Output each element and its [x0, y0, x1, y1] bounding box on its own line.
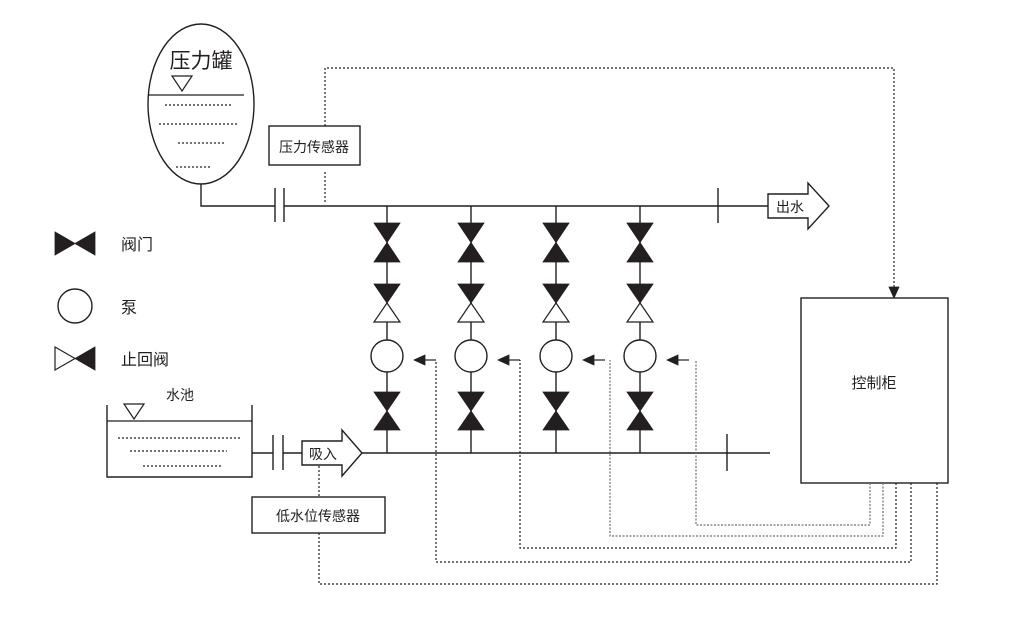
check-valve-icon [54, 345, 77, 372]
pump-branches [370, 206, 689, 453]
legend-item-pump: 泵 [57, 288, 137, 324]
legend: 阀门 泵 止回阀 [54, 231, 169, 372]
arrow-down-icon [888, 286, 900, 299]
pressure-sensor-label: 压力传感器 [279, 139, 349, 156]
legend-label: 止回阀 [121, 350, 169, 369]
pump-branch-4 [623, 206, 689, 453]
pump-icon [370, 339, 404, 373]
pump-icon [539, 339, 573, 373]
valve-icon [54, 231, 76, 256]
pump-branch-1 [370, 206, 436, 453]
legend-label: 泵 [121, 298, 137, 317]
pump-branch-3 [539, 206, 605, 453]
suction-pipe [252, 434, 770, 471]
signal-line-pump-4 [695, 360, 871, 526]
inlet-label: 吸入 [309, 447, 337, 463]
water-level-icon [170, 75, 194, 93]
pressure-tank: 压力罐 [147, 23, 255, 185]
legend-item-check-valve: 止回阀 [54, 345, 169, 372]
low-level-sensor: 低水位传感器 [251, 466, 386, 534]
signal-line-pump-1 [435, 360, 912, 563]
outlet-label: 出水 [776, 200, 804, 216]
outlet-arrow: 出水 [767, 181, 830, 231]
arrow-left-icon [666, 354, 679, 366]
signal-line-low-level-sensor [318, 483, 938, 585]
inlet-arrow: 吸入 [301, 428, 363, 478]
check-valve-icon [625, 283, 655, 323]
pump-branch-2 [454, 206, 520, 453]
signal-lines [318, 360, 938, 585]
signal-line-pump-2 [519, 360, 897, 549]
arrow-left-icon [497, 354, 510, 366]
valve-icon [457, 391, 485, 431]
legend-item-valve: 阀门 [54, 231, 153, 256]
outlet-pipe [200, 184, 768, 223]
water-level-icon [122, 403, 146, 421]
control-cabinet: 控制柜 [800, 297, 949, 484]
valve-icon [457, 222, 485, 263]
pump-icon [623, 339, 657, 373]
control-cabinet-label: 控制柜 [851, 374, 896, 392]
valve-icon [373, 222, 401, 263]
arrow-left-icon [582, 354, 595, 366]
valve-icon [542, 391, 570, 431]
valve-icon [626, 222, 654, 263]
check-valve-icon [456, 283, 486, 323]
water-pool: 水池 [106, 388, 253, 478]
legend-label: 阀门 [121, 235, 153, 254]
water-pool-label: 水池 [166, 388, 194, 404]
arrow-left-icon [413, 354, 426, 366]
valve-icon [542, 222, 570, 263]
pressure-tank-label: 压力罐 [170, 49, 233, 73]
pump-icon [454, 339, 488, 373]
valve-icon [373, 391, 401, 431]
check-valve-icon [372, 283, 402, 323]
valve-icon [626, 391, 654, 431]
signal-line-pump-3 [609, 360, 884, 537]
low-level-sensor-label: 低水位传感器 [276, 508, 360, 525]
pump-icon [57, 288, 93, 324]
pressure-sensor: 压力传感器 [268, 67, 900, 299]
check-valve-icon [541, 283, 571, 323]
